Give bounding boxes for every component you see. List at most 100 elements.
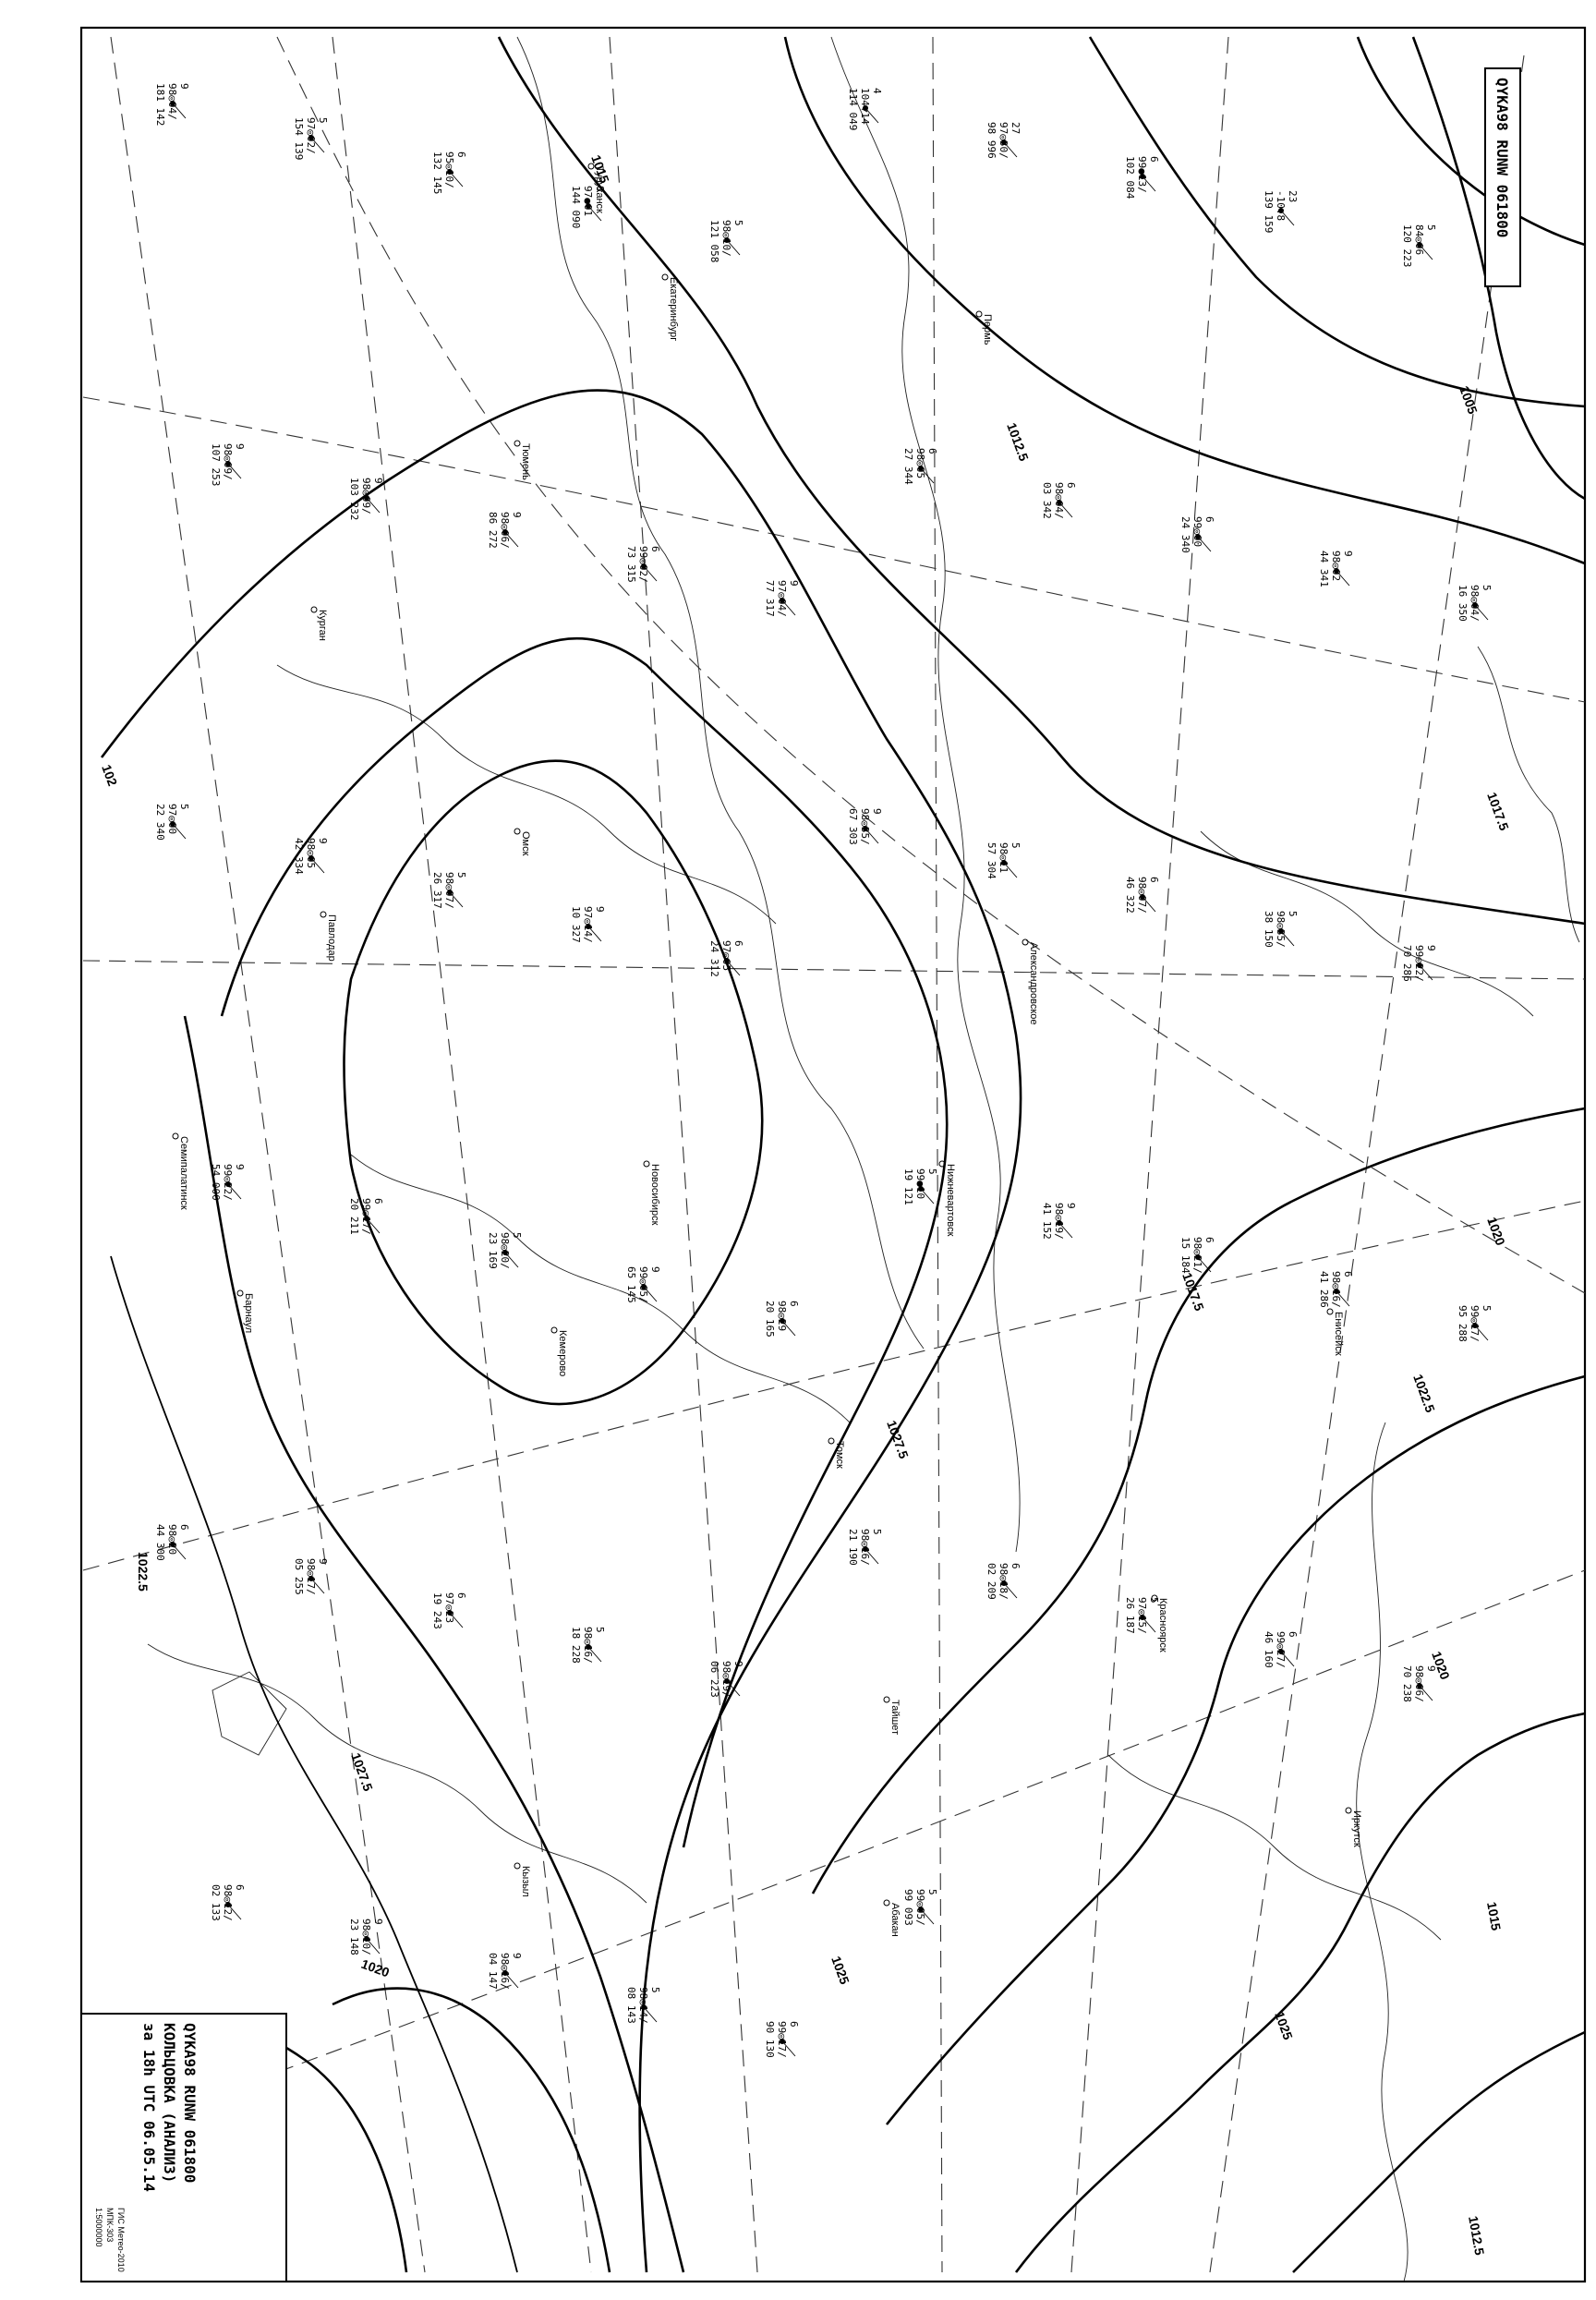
station-cloud: 5 <box>649 1987 661 1993</box>
station-weather: 97●01 <box>582 186 594 216</box>
city-name: Абакан <box>889 1903 901 1937</box>
wind-barb <box>227 463 242 479</box>
city-marker <box>828 1437 835 1445</box>
station-pressure: 27 344 <box>902 448 914 485</box>
header-box: QYKA98 RUNW 061800 <box>1484 67 1521 287</box>
station-weather: 99◎00 <box>1191 516 1203 547</box>
station-plot: 99 09399◎05/5 <box>902 1889 938 1926</box>
station-weather: 98◎20 <box>166 1524 178 1555</box>
wind-barb <box>1003 862 1018 878</box>
station-pressure: 120 223 <box>1401 224 1413 267</box>
station-pressure: 20 165 <box>764 1301 776 1338</box>
station-plot: 23 14898◎10/9 <box>348 1919 384 1955</box>
station-plot: 65 14599◎05/9 <box>625 1266 661 1303</box>
wind-barb <box>504 1252 519 1268</box>
city-name: Семипалатинск <box>178 1136 189 1210</box>
isobar-label: 1025 <box>1272 2010 1296 2042</box>
station-plot: 04 14798◎16/9 <box>487 1953 523 1990</box>
city-label: Омск <box>514 828 531 856</box>
station-cloud: 6 <box>1065 482 1077 489</box>
station-cloud: 9 <box>1342 551 1354 557</box>
city-label: Иркутск <box>1345 1807 1362 1847</box>
station-plot: 26 18797◎15/5 <box>1124 1597 1160 1634</box>
wind-barb <box>1142 176 1156 192</box>
station-pressure: 24 312 <box>708 940 720 977</box>
station-plot: 16 35098◎04/5 <box>1457 585 1493 622</box>
station-pressure: 22 340 <box>154 804 166 841</box>
city-label: Енисейск <box>1326 1308 1344 1356</box>
station-cloud: 6 <box>1148 156 1160 163</box>
station-cloud: 5 <box>511 1232 523 1239</box>
station-cloud: 23 <box>1287 190 1299 202</box>
station-cloud: 6 <box>1287 1631 1299 1638</box>
wind-barb <box>366 497 381 514</box>
wind-barb <box>1197 1256 1212 1273</box>
station-plot: 08 14398◎14/5 <box>625 1987 661 2024</box>
station-plot: 98 99697◎30/27 <box>985 122 1022 159</box>
wind-barb <box>726 960 741 976</box>
station-pressure: 67 303 <box>847 808 859 845</box>
station-plot: 02 13398◎12/6 <box>210 1884 246 1921</box>
station-cloud: 9 <box>511 512 523 518</box>
station-plot: 02 20998◎18/6 <box>985 1563 1022 1600</box>
city-marker <box>1022 938 1029 946</box>
station-plot: 20 21199◎17/6 <box>348 1198 384 1235</box>
wind-barb <box>920 1908 935 1925</box>
city-label: Барнаул <box>236 1289 254 1333</box>
station-plot: 05 25598◎17/9 <box>293 1558 329 1595</box>
station-pressure: 06 223 <box>708 1661 720 1698</box>
wind-barb <box>172 1543 187 1560</box>
station-plot: 90 13099◎17/6 <box>764 2021 800 2058</box>
city-marker <box>1345 1807 1352 1814</box>
city-marker <box>975 310 983 318</box>
station-cloud: 5 <box>1287 911 1299 917</box>
wind-barb <box>726 1680 741 1697</box>
station-plot: 03 34298◎04/6 <box>1041 482 1077 519</box>
city-name: Курган <box>317 610 328 641</box>
city-label: Кызыл <box>514 1862 531 1897</box>
wind-barb <box>1419 1685 1433 1701</box>
city-marker <box>1326 1308 1334 1315</box>
station-cloud: 8 <box>594 186 606 192</box>
wind-barb <box>504 1972 519 1989</box>
station-pressure: 54 000 <box>210 1164 222 1201</box>
station-plot: 70 28699◎22/9 <box>1401 945 1437 982</box>
station-plot: 181 14298◎04/9 <box>154 83 190 126</box>
wind-barb <box>1280 930 1295 947</box>
wind-barb <box>1419 244 1433 260</box>
station-plot: 26 31798◎07/5 <box>431 872 467 909</box>
station-pressure: 16 350 <box>1457 585 1469 622</box>
wind-barb <box>366 1217 381 1234</box>
wind-barb <box>864 828 879 844</box>
station-weather: 98◎02 <box>1330 551 1342 581</box>
station-cloud: 9 <box>317 1558 329 1565</box>
city-label: Тайшет <box>883 1696 901 1735</box>
station-cloud: 9 <box>732 1661 744 1667</box>
station-cloud: 5 <box>1481 585 1493 591</box>
header-code: QYKA98 RUNW 061800 <box>1493 78 1511 237</box>
station-cloud: 6 <box>372 1198 384 1204</box>
station-pressure: 23 148 <box>348 1919 360 1955</box>
station-pressure: 95 288 <box>1457 1305 1469 1342</box>
city-name: Красноярск <box>1157 1598 1168 1652</box>
wind-barb <box>1003 141 1018 158</box>
city-name: Омск <box>520 831 531 856</box>
station-cloud: 9 <box>1425 945 1437 951</box>
city-marker <box>550 1326 558 1334</box>
wind-barb <box>1003 1582 1018 1599</box>
station-plot: 46 16099◎27/6 <box>1263 1631 1299 1668</box>
wind-barb <box>643 2006 658 2023</box>
city-name: Александровское <box>1028 942 1039 1025</box>
city-name: Тайшет <box>889 1700 901 1735</box>
isobar-label: 1027.5 <box>884 1419 912 1461</box>
station-cloud: 9 <box>649 1266 661 1273</box>
wind-barb <box>920 467 935 484</box>
city-marker <box>1151 1594 1158 1602</box>
wind-barb <box>587 1646 602 1663</box>
station-weather: 99●10 <box>914 1168 926 1199</box>
